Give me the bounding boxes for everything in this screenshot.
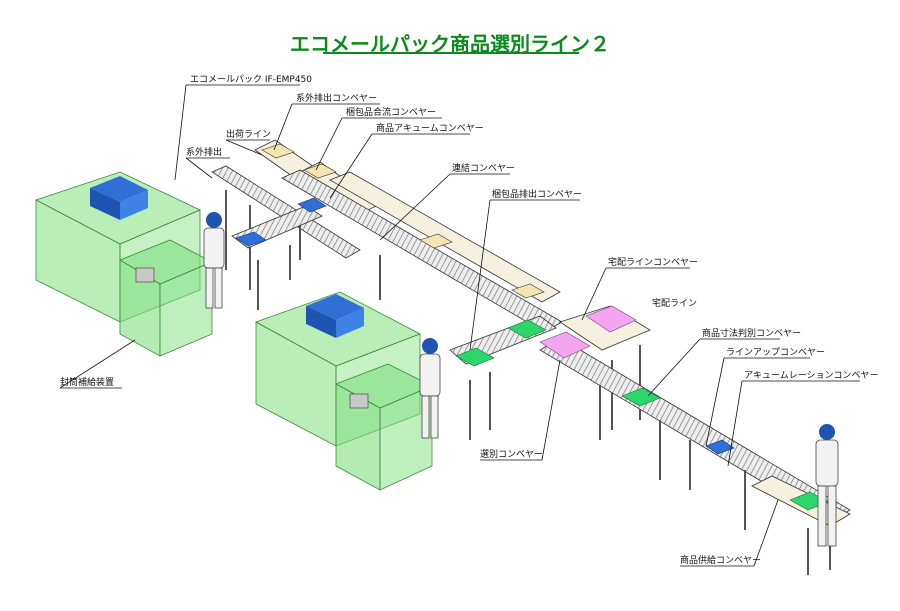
label-lineup-conveyor: ラインアップコンベヤー [726, 347, 825, 358]
label-product-accumulation-conveyor: 商品アキュームコンベヤー [376, 122, 484, 134]
carton-boxes [261, 143, 545, 299]
system-out-conveyor [211, 165, 361, 290]
label-sorting-conveyor: 選別コンベヤー [480, 449, 543, 460]
eco-mail-pack-machine-2 [255, 291, 433, 491]
label-delivery-line-conveyor: 宅配ラインコンベヤー [608, 256, 698, 268]
label-system-out-conveyor: 系外排出コンベヤー [296, 92, 377, 104]
label-shipping-line: 出荷ライン [226, 128, 271, 140]
eco-mail-pack-machine-1 [34, 171, 213, 357]
label-packed-exit-conveyor: 梱包品排出コンベヤー [492, 188, 582, 200]
worker-icon [203, 212, 225, 309]
packed-merge-conveyor [329, 171, 561, 303]
label-accumulation-conveyor: アキュームレーションコンベヤー [744, 370, 879, 381]
label-delivery-line: 宅配ライン [652, 297, 697, 309]
worker-icon [419, 338, 441, 439]
label-eco-mail-pack: エコメールパック IF-EMP450 [190, 74, 312, 85]
label-product-supply-conveyor: 商品供給コンベヤー [680, 554, 761, 566]
worker-icon [815, 424, 839, 547]
label-envelope-supply: 封筒補給装置 [60, 376, 114, 388]
blue-product-boxes [235, 197, 735, 455]
packed-exit-conveyor [449, 315, 557, 440]
label-product-size-sort-conveyor: 商品寸法判別コンベヤー [702, 327, 801, 339]
connecting-conveyor [231, 205, 323, 310]
pink-product-boxes [539, 305, 637, 359]
leader-lines [59, 84, 860, 567]
label-system-out: 系外排出 [186, 146, 222, 158]
label-packed-merge-conveyor: 梱包品合流コンベヤー [346, 106, 436, 118]
label-connecting-conveyor: 連結コンベヤー [452, 162, 515, 174]
title-underline [323, 52, 579, 54]
